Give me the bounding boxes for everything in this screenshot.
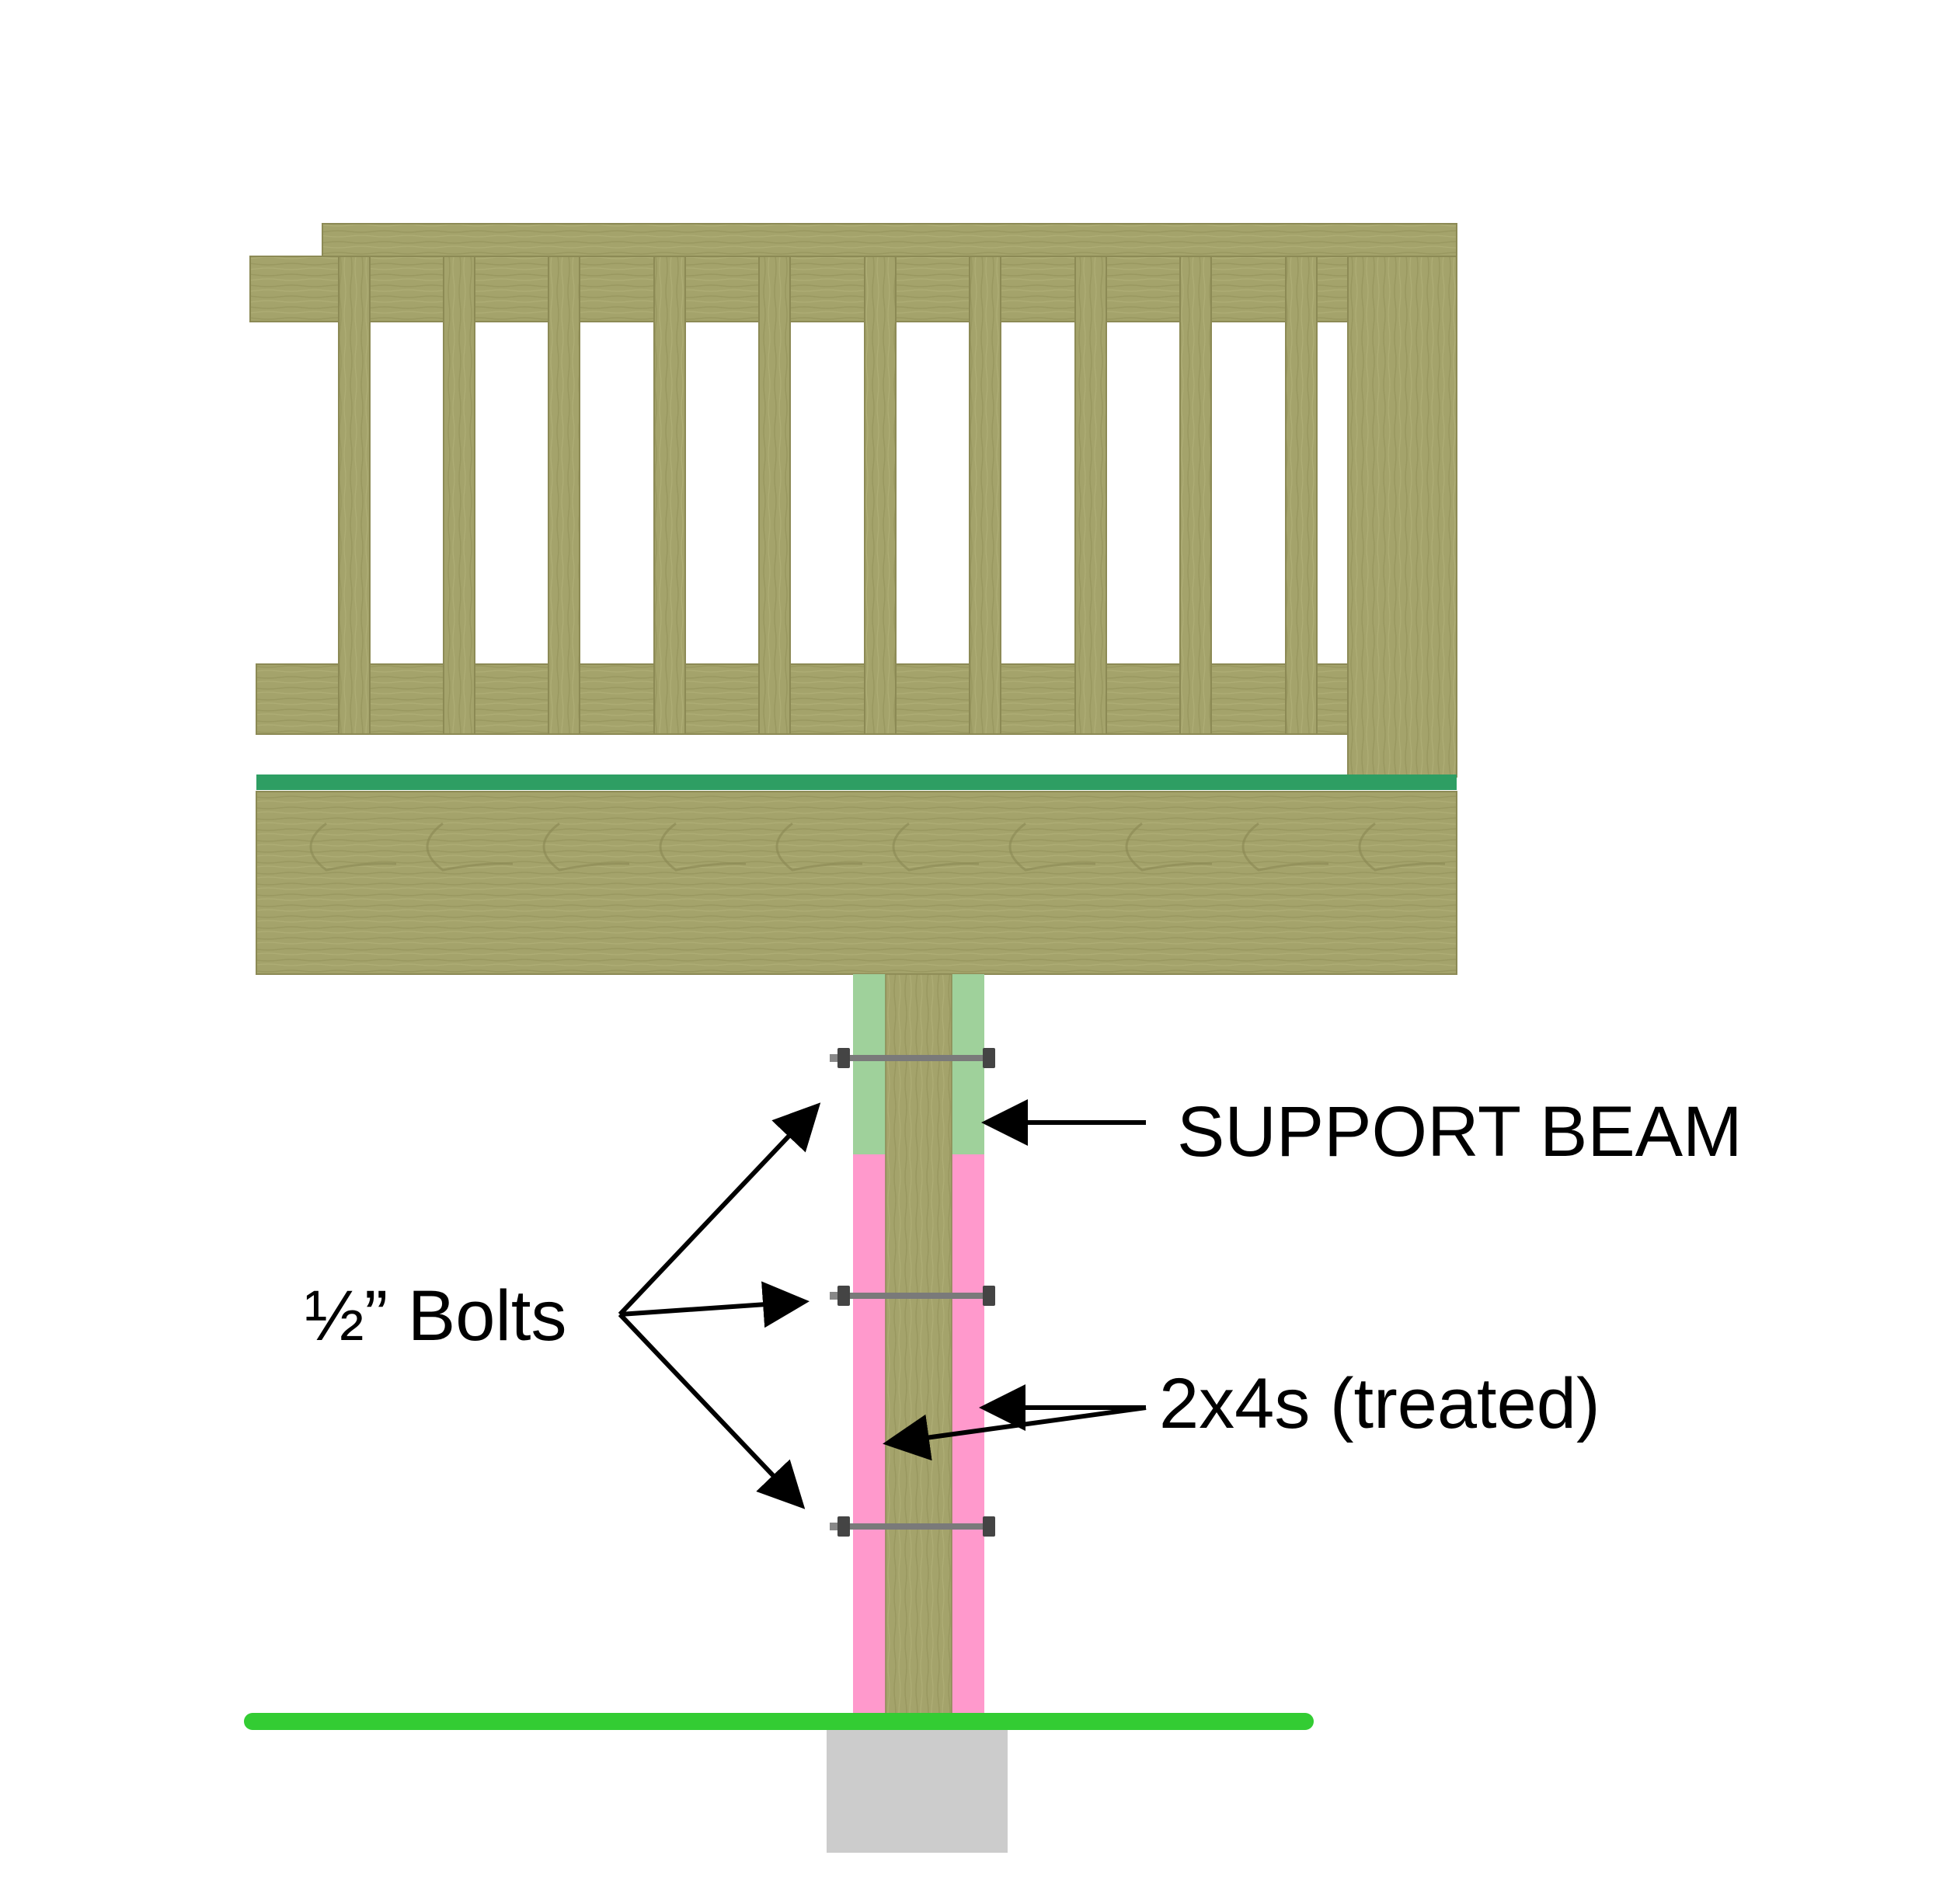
deck-board-line xyxy=(256,774,1457,790)
deck-beam xyxy=(256,791,1457,975)
two-by-four-left xyxy=(853,1154,886,1720)
baluster xyxy=(864,256,897,735)
balusters xyxy=(338,256,1318,735)
baluster xyxy=(1074,256,1107,735)
arrows xyxy=(618,1099,1147,1509)
baluster xyxy=(548,256,580,735)
railing-post xyxy=(1347,256,1457,778)
baluster xyxy=(653,256,686,735)
two-by-fours-label: 2x4s (treated) xyxy=(1159,1364,1600,1443)
support-beam-block-right xyxy=(952,974,984,1154)
bolt-arrow-top xyxy=(618,1102,821,1317)
beam-grain xyxy=(1008,822,1096,872)
baluster xyxy=(338,256,371,735)
footing xyxy=(827,1728,1008,1853)
beam-grain xyxy=(542,822,630,872)
bolt xyxy=(830,1048,995,1068)
railing-top-cap xyxy=(322,223,1457,259)
beam-grain xyxy=(426,822,514,872)
bolt-arrow-middle xyxy=(619,1281,810,1328)
center-post xyxy=(885,973,952,1721)
railing xyxy=(249,223,1457,778)
railing-bottom-rail xyxy=(256,663,1457,735)
beam-grain xyxy=(775,822,863,872)
beam-grain xyxy=(892,822,980,872)
beam-grain xyxy=(1125,822,1213,872)
bolts-label: ½” Bolts xyxy=(305,1276,566,1356)
bolt xyxy=(830,1516,995,1537)
support-beam-label: SUPPORT BEAM xyxy=(1177,1092,1743,1171)
bolt xyxy=(830,1286,995,1306)
beam-grain xyxy=(659,822,747,872)
baluster xyxy=(443,256,475,735)
beam-grain xyxy=(309,822,397,872)
baluster xyxy=(1285,256,1318,735)
bolt-arrow-bottom xyxy=(618,1312,806,1509)
support-beam-block-left xyxy=(853,974,886,1154)
baluster xyxy=(1179,256,1212,735)
beam-grain xyxy=(1358,822,1446,872)
railing-top-rail xyxy=(249,256,1457,322)
beam-grain xyxy=(1241,822,1329,872)
two-by-four-arrow-center xyxy=(883,1405,1147,1461)
baluster xyxy=(969,256,1001,735)
two-by-four-right xyxy=(952,1154,984,1720)
bolts xyxy=(830,1048,995,1537)
post-assembly xyxy=(853,973,984,1721)
baluster xyxy=(758,256,791,735)
